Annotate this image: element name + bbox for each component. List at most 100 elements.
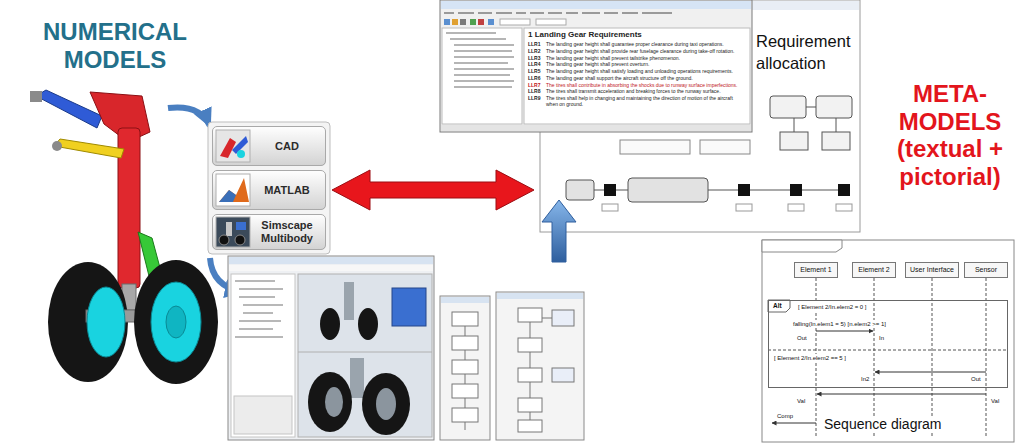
model-window (838, 184, 850, 196)
requirement-text: The tires shall transmit acceleration an… (546, 89, 746, 95)
tool-label: CAD (275, 140, 299, 153)
message-label: Val (990, 397, 1000, 405)
model-window (802, 190, 838, 191)
message-label: Comp (776, 412, 794, 420)
tool-stack (235, 235, 245, 245)
sequence-diagram-drawing (768, 350, 1008, 351)
requirements-dialog-frame (500, 19, 530, 25)
requirements-dialog-frame (444, 12, 672, 14)
simscape-screenshots (228, 256, 434, 440)
landing-gear-illustration (48, 262, 128, 382)
requirement-id: LLR8 (528, 89, 544, 95)
requirements-dialog-frame (444, 19, 566, 25)
model-window (836, 118, 837, 132)
requirements-dialog-frame (536, 19, 566, 25)
simscape-screenshots (358, 308, 378, 340)
model-window (620, 140, 690, 154)
requirement-id: LLR6 (528, 76, 544, 82)
simscape-screenshots (235, 280, 275, 282)
requirements-dialog-frame (604, 12, 618, 14)
simscape-screenshots (392, 288, 426, 326)
port-label: Out (970, 375, 982, 383)
simscape-screenshots (239, 288, 283, 290)
simscape-screenshots (298, 352, 432, 353)
lifeline-head: Element 1 (794, 262, 838, 278)
lifeline-head: User Interface (905, 262, 959, 278)
tool-label: MATLAB (264, 184, 310, 197)
requirement-text: The landing gear height shall prevent ov… (546, 62, 746, 68)
simscape-screenshots (497, 293, 583, 299)
sequence-diagram-drawing (762, 240, 1014, 442)
guard-condition: [ Element 2/In.elem2 = 0 ] (797, 303, 868, 311)
requirements-dialog-frame (470, 19, 476, 25)
requirements-dialog-frame (516, 12, 526, 14)
requirements-dialog-frame (454, 68, 514, 70)
tool-box: MATLAB (212, 170, 326, 210)
requirements-dialog-frame (622, 12, 638, 14)
fragment-label: Alt (772, 302, 783, 310)
requirement-id: LLR3 (528, 56, 544, 62)
requirements-dialog: 1 Landing Gear RequirementsLLR1The landi… (440, 0, 752, 132)
requirements-dialog-frame (582, 12, 600, 14)
section-heading: 1 Landing Gear Requirements (528, 30, 746, 39)
sequence-diagram-drawing (932, 278, 933, 438)
requirements-dialog-frame (458, 12, 474, 14)
model-window (836, 204, 852, 211)
tool-stack (208, 122, 330, 254)
landing-gear-illustration (30, 91, 42, 102)
message-label: Val (796, 397, 806, 405)
requirement-text: The tires shall help in changing and mai… (546, 96, 746, 108)
section-heading: NUMERICAL MODELS (22, 18, 208, 73)
model-window (594, 190, 604, 191)
landing-gear-illustration (134, 260, 218, 384)
tool-stack (219, 235, 229, 245)
requirements-dialog-frame (440, 0, 752, 132)
lifeline-head: Element 2 (852, 262, 896, 278)
landing-gear-illustration (166, 306, 186, 338)
simscape-screenshots (441, 297, 489, 303)
simscape-screenshots (298, 274, 432, 437)
requirements-dialog-frame (444, 19, 450, 25)
flow-arrow (542, 200, 576, 262)
requirements-dialog-frame (488, 19, 494, 25)
tool-stack (226, 222, 232, 236)
requirements-dialog-frame (454, 62, 508, 64)
flow-arrow (542, 200, 576, 262)
simscape-screenshots (231, 274, 295, 437)
simscape-screenshots (440, 296, 490, 440)
panel-caption: Requirement allocation (756, 30, 860, 75)
lifeline-name: Sensor (969, 266, 1003, 274)
model-window (708, 190, 738, 191)
simscape-screenshots (518, 308, 542, 322)
requirements-dialog-frame (454, 80, 514, 82)
simscape-screenshots (452, 312, 478, 326)
simscape-screenshots (452, 384, 478, 398)
sequence-diagram-drawing (768, 300, 790, 312)
tool-stack (236, 222, 246, 230)
sequence-diagram-drawing (986, 278, 987, 438)
simscape-screenshots (228, 256, 584, 440)
simscape-screenshots (229, 265, 433, 271)
simscape-screenshots (235, 336, 283, 338)
sequence-diagram-drawing (875, 372, 986, 373)
model-window (780, 132, 808, 150)
tool-box: Simscape Multibody (212, 214, 326, 250)
tool-stack (208, 122, 330, 254)
simscape-screenshots (362, 373, 410, 435)
guard-condition: [ Element 2/In.elem2 == 5 ] (773, 354, 847, 362)
sequence-diagram-drawing (772, 331, 986, 423)
requirement-id: LLR1 (528, 42, 544, 48)
requirements-dialog-frame (444, 12, 454, 14)
requirement-id: LLR9 (528, 96, 544, 108)
simscape-screenshots (496, 292, 584, 440)
model-window (788, 204, 804, 211)
sequence-diagram-drawing (817, 394, 986, 395)
simscape-screenshots (518, 338, 542, 352)
simscape-screenshots (350, 358, 364, 398)
requirement-text: The landing gear height shall provide re… (546, 49, 746, 55)
simscape-screenshots (452, 360, 478, 374)
simscape-screenshots (552, 368, 574, 382)
port-label: Out (796, 334, 808, 342)
requirement-id: LLR4 (528, 62, 544, 68)
requirements-dialog-frame (454, 74, 510, 76)
